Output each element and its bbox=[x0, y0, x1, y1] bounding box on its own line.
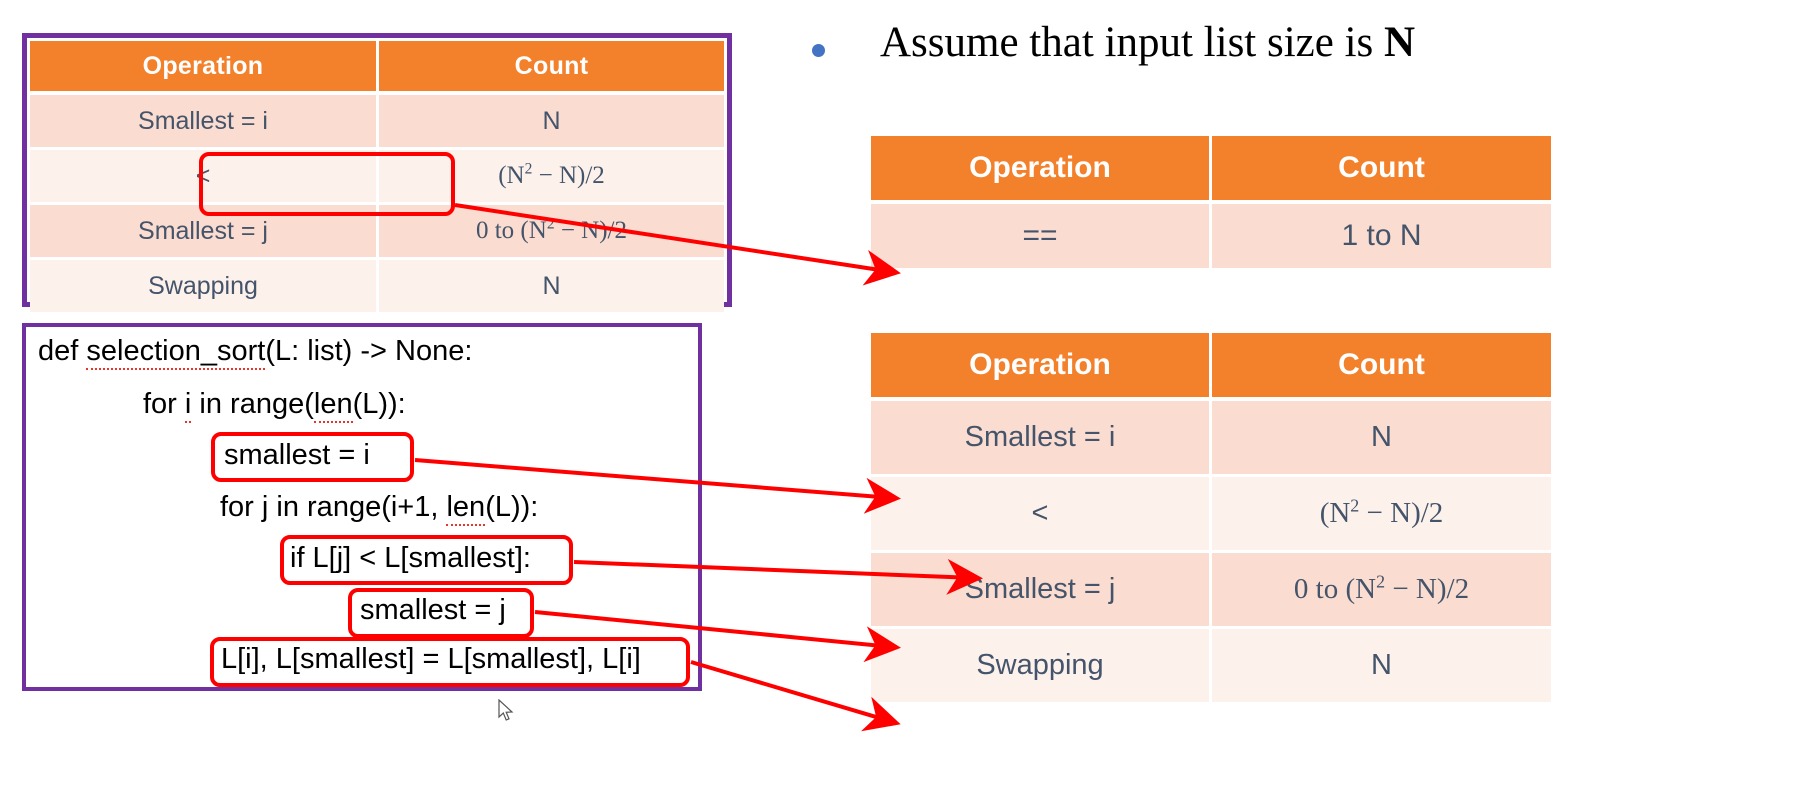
table-row: Swapping N bbox=[871, 629, 1551, 702]
highlight-box-swap bbox=[210, 637, 690, 687]
cell-operation: Swapping bbox=[30, 260, 379, 312]
mouse-cursor-icon bbox=[498, 699, 514, 721]
table-row: Swapping N bbox=[30, 260, 724, 312]
highlight-box-smallest-equals-i bbox=[211, 432, 414, 482]
column-header-operation: Operation bbox=[871, 333, 1212, 401]
cell-count: N bbox=[1212, 629, 1551, 702]
bullet-dot-icon bbox=[812, 44, 825, 57]
code-line-for-j: for j in range(i+1, len(L)): bbox=[220, 491, 538, 526]
arrow-swap-to-swapping bbox=[690, 660, 901, 732]
cell-operation: Smallest = j bbox=[871, 553, 1212, 629]
cell-count: N bbox=[379, 260, 724, 312]
cell-operation: == bbox=[871, 204, 1212, 268]
code-line-if-compare: if L[j] < L[smallest]: bbox=[290, 542, 531, 574]
bullet-line: Assume that input list size is N bbox=[800, 18, 1760, 76]
table-row: == 1 to N bbox=[871, 204, 1551, 268]
cell-operation: < bbox=[871, 477, 1212, 553]
code-line-smallest-equals-i: smallest = i bbox=[224, 439, 370, 471]
table-row: Smallest = i N bbox=[30, 95, 724, 150]
highlight-box-smallest-equals-j bbox=[348, 588, 534, 638]
column-header-operation: Operation bbox=[871, 136, 1212, 204]
cell-count: N bbox=[1212, 401, 1551, 477]
highlight-box-if-compare bbox=[280, 535, 573, 585]
table-header-row: Operation Count bbox=[30, 41, 724, 95]
column-header-operation: Operation bbox=[30, 41, 379, 95]
highlight-box-less-than bbox=[199, 152, 455, 216]
column-header-count: Count bbox=[379, 41, 724, 95]
cell-count: 1 to N bbox=[1212, 204, 1551, 268]
code-line-swap: L[i], L[smallest] = L[smallest], L[i] bbox=[221, 643, 641, 675]
right-bottom-operation-count-table: Operation Count Smallest = i N < (N2 − N… bbox=[871, 333, 1551, 702]
code-line-def: def selection_sort(L: list) -> None: bbox=[38, 335, 472, 370]
table-row: Smallest = i N bbox=[871, 401, 1551, 477]
cell-operation: Smallest = i bbox=[30, 95, 379, 150]
cell-operation: Smallest = i bbox=[871, 401, 1212, 477]
table-header-row: Operation Count bbox=[871, 136, 1551, 204]
code-block-frame bbox=[22, 323, 702, 691]
table-header-row: Operation Count bbox=[871, 333, 1551, 401]
cell-count: N bbox=[379, 95, 724, 150]
right-top-operation-count-table: Operation Count == 1 to N bbox=[871, 136, 1551, 268]
table-row: < (N2 − N)/2 bbox=[871, 477, 1551, 553]
code-line-for-i: for i in range(len(L)): bbox=[143, 388, 406, 423]
top-left-operation-count-table: Operation Count Smallest = i N < (N2 − N… bbox=[30, 41, 724, 312]
column-header-count: Count bbox=[1212, 136, 1551, 204]
table-row: Smallest = j 0 to (N2 − N)/2 bbox=[871, 553, 1551, 629]
column-header-count: Count bbox=[1212, 333, 1551, 401]
cell-count: 0 to (N2 − N)/2 bbox=[1212, 553, 1551, 629]
cell-count: (N2 − N)/2 bbox=[1212, 477, 1551, 553]
code-line-smallest-equals-j: smallest = j bbox=[360, 594, 506, 626]
bullet-text: Assume that input list size is N bbox=[880, 19, 1416, 66]
cell-operation: Swapping bbox=[871, 629, 1212, 702]
